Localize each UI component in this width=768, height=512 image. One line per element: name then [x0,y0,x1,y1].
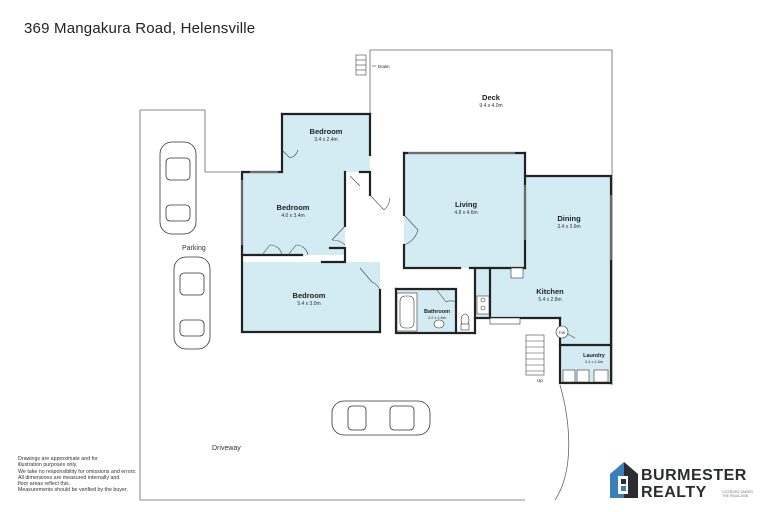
bedroom-bottom-label: Bedroom [293,291,326,300]
bedroom-mid-dims: 4.0 x 3.4m [281,213,304,219]
disclaimer-line: All dimensions are measured internally a… [18,474,120,481]
dining-dims: 3.4 x 3.6m [557,224,580,230]
down-label: Down [378,64,390,69]
disclaimer-line: Drawings are approximate and for [18,456,98,462]
car-icon [173,256,211,350]
door-swings [261,149,576,339]
bedroom-top-dims: 3.4 x 2.4m [314,137,337,143]
disclaimer-line: illustration purposes only. [18,462,78,469]
page-title: 369 Mangakura Road, Helensville [24,20,256,37]
brand-name-second: REALTY [641,484,707,501]
laundry-dims: 2.4 x 1.6m [585,360,603,364]
deck-label: Deck [482,93,501,102]
car-icon [331,400,431,436]
deck-dims: 9.4 x 4.0m [479,103,502,109]
fixtures [396,267,609,383]
car-icon [159,141,197,235]
dining-label: Dining [557,214,581,223]
disclaimer-line: We take no responsibility for omissions … [18,468,137,475]
windows [241,152,612,260]
living-label: Living [455,200,478,209]
brand-name: BURMESTER [641,467,747,484]
brand-logo-icon [610,462,638,498]
walls [240,112,613,385]
bedroom-mid-label: Bedroom [277,203,310,212]
bedroom-bottom-dims: 5.4 x 3.0m [297,301,320,307]
bathroom-dims: 2.2 x 1.6m [428,316,446,320]
fw-label: F/W [559,331,566,335]
up-label: Up [537,378,543,383]
parking-label: Parking [182,245,206,252]
stairs [355,54,545,376]
kitchen-dims: 5.4 x 2.8m [538,297,561,303]
driveway-label: Driveway [212,445,241,452]
disclaimer-line: floor areas reflect this. [18,481,71,488]
disclaimer: Drawings are approximate and for illustr… [18,456,158,494]
bathroom-label: Bathroom [424,309,450,315]
living-dims: 4.8 x 4.6m [454,210,477,216]
kitchen-label: Kitchen [536,287,564,296]
laundry-label: Laundry [583,353,606,359]
bedroom-top-label: Bedroom [310,127,343,136]
room-fills [242,114,611,383]
disclaimer-line: Measurements should be verified by the b… [18,487,128,494]
brand-license: LICENSED UNDER THE REAA 2008 [722,490,753,498]
